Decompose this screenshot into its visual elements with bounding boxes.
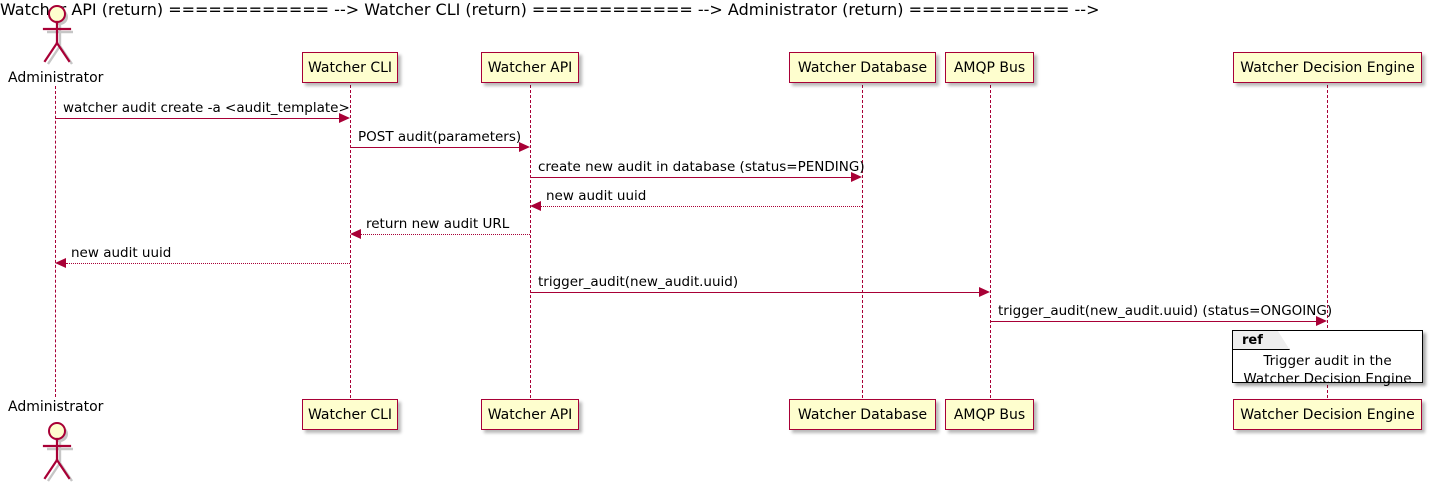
ref-fragment: ref Trigger audit in the Watcher Decisio… (1232, 330, 1423, 387)
message-arrowhead-1 (339, 113, 350, 123)
actor-administrator-top (42, 5, 73, 65)
participant-watcher-cli-top[interactable]: Watcher CLI (302, 52, 398, 83)
ref-fragment-tag: ref (1233, 331, 1290, 350)
participant-label: Watcher API (487, 406, 573, 423)
participant-watcher-decision-engine-top[interactable]: Watcher Decision Engine (1233, 52, 1422, 83)
lifeline-watcher-cli (350, 85, 351, 398)
participant-watcher-database-bottom[interactable]: Watcher Database (789, 399, 936, 430)
participant-label: Watcher CLI (307, 406, 393, 423)
message-label-8: trigger_audit(new_audit.uuid) (status=ON… (998, 303, 1333, 319)
message-label-4: new audit uuid (546, 188, 647, 204)
message-label-3: create new audit in database (status=PEN… (538, 159, 865, 175)
participant-label: Watcher Decision Engine (1240, 406, 1415, 423)
participant-label: Watcher API (487, 59, 573, 76)
message-line-4 (541, 206, 862, 207)
message-arrowhead-4 (530, 201, 541, 211)
participant-label: Watcher Database (797, 406, 928, 423)
ref-fragment-body: Trigger audit in the Watcher Decision En… (1233, 352, 1422, 388)
participant-watcher-decision-engine-bottom[interactable]: Watcher Decision Engine (1233, 399, 1422, 430)
message-arrowhead-3 (851, 172, 862, 182)
message-line-5 (361, 234, 530, 235)
message-label-6: new audit uuid (71, 245, 172, 261)
lifeline-administrator (55, 86, 56, 397)
participant-label: Watcher CLI (307, 59, 393, 76)
lifeline-watcher-api (530, 85, 531, 398)
participant-label: Watcher Database (797, 59, 928, 76)
lifeline-watcher-decision-engine (1327, 85, 1328, 398)
lifeline-watcher-database (862, 85, 863, 398)
actor-label-administrator-bottom: Administrator (8, 399, 104, 415)
ref-fragment-line-2: Watcher Decision Engine (1243, 371, 1412, 388)
message-line-8 (990, 321, 1316, 322)
message-arrowhead-8 (1316, 316, 1327, 326)
participant-watcher-database-top[interactable]: Watcher Database (789, 52, 936, 83)
participant-label: Watcher Decision Engine (1240, 59, 1415, 76)
participant-label: AMQP Bus (953, 406, 1026, 423)
message-arrowhead-2 (519, 142, 530, 152)
message-arrowhead-7 (979, 287, 990, 297)
lifeline-amqp-bus (990, 85, 991, 398)
message-line-6 (66, 263, 350, 264)
message-arrowhead-6 (55, 258, 66, 268)
participant-amqp-bus-bottom[interactable]: AMQP Bus (945, 399, 1034, 430)
participant-watcher-api-top[interactable]: Watcher API (481, 52, 579, 83)
message-label-7: trigger_audit(new_audit.uuid) (538, 274, 739, 290)
actor-label-administrator-top: Administrator (8, 70, 104, 86)
message-line-1 (55, 118, 339, 119)
participant-watcher-cli-bottom[interactable]: Watcher CLI (302, 399, 398, 430)
message-line-3 (530, 177, 851, 178)
ref-fragment-line-1: Trigger audit in the (1263, 353, 1392, 369)
message-arrowhead-5 (350, 229, 361, 239)
message-label-5: return new audit URL (366, 216, 510, 232)
actor-administrator-bottom (42, 422, 73, 482)
participant-amqp-bus-top[interactable]: AMQP Bus (945, 52, 1034, 83)
message-label-1: watcher audit create -a <audit_template> (63, 100, 350, 116)
message-line-7 (530, 292, 979, 293)
participant-label: AMQP Bus (953, 59, 1026, 76)
message-label-2: POST audit(parameters) (358, 129, 522, 145)
participant-watcher-api-bottom[interactable]: Watcher API (481, 399, 579, 430)
message-line-2 (350, 147, 519, 148)
